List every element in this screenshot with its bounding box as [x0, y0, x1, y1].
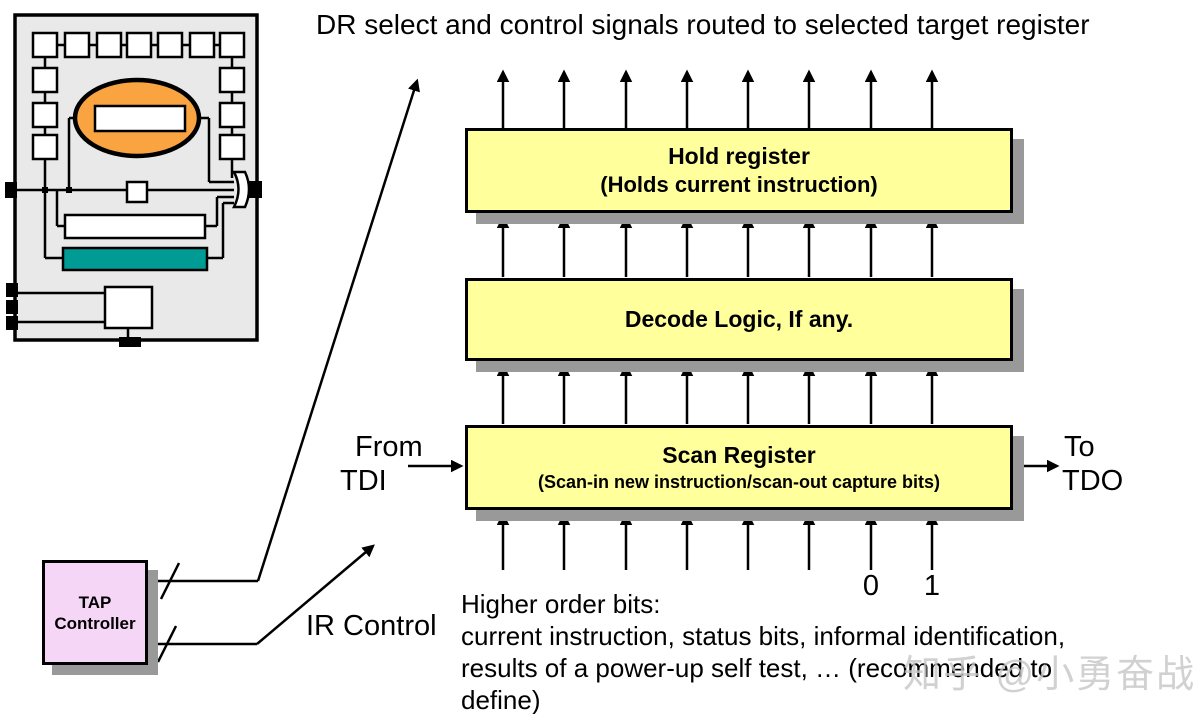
- tap-to-dr-select-arrow: [150, 78, 420, 600]
- trst-pad: [6, 316, 18, 330]
- notes-line-1: Higher order bits:: [461, 589, 661, 619]
- tdo-label: TDO: [1062, 465, 1124, 497]
- boundary-cell: [125, 31, 153, 59]
- hold-register-subtitle: (Holds current instruction): [600, 172, 878, 197]
- scan-register-subtitle: (Scan-in new instruction/scan-out captur…: [537, 472, 941, 492]
- decode-logic-name: Decode Logic, If any.: [624, 306, 854, 332]
- hold-register-box: Hold register (Holds current instruction…: [465, 128, 1013, 213]
- tdo-mux: [231, 170, 251, 209]
- watermark: 知乎 @小勇奋战: [903, 654, 1197, 696]
- decode-to-hold-arrows: [496, 215, 939, 277]
- notes-line-2: current instruction, status bits, inform…: [461, 621, 1066, 651]
- bypass-register: [125, 180, 149, 204]
- higher-order-bits-notes: Higher order bits: current instruction, …: [461, 588, 1065, 714]
- boundary-cell: [218, 101, 246, 129]
- hold-register-name: Hold register: [668, 143, 810, 169]
- tdi-label: TDI: [340, 465, 387, 497]
- bit0-label: 0: [862, 570, 880, 602]
- page-title: DR select and control signals routed to …: [316, 9, 1090, 40]
- bottom-pad: [119, 337, 141, 347]
- decode-logic-box: Decode Logic, If any.: [465, 278, 1013, 361]
- dr-select-output-arrows: [496, 69, 939, 128]
- tdo-pad: [249, 181, 262, 198]
- scan-register-name: Scan Register: [662, 442, 816, 468]
- chip-diagram: [5, 13, 262, 347]
- from-label: From: [355, 431, 423, 463]
- ir-control-label: IR Control: [306, 610, 437, 642]
- tap-controller-box: TAP Controller: [42, 560, 148, 665]
- ir-control-arrow: [150, 544, 375, 663]
- scan-register-box: Scan Register (Scan-in new instruction/s…: [465, 425, 1013, 510]
- tap-controller-line1: TAP: [78, 592, 112, 612]
- boundary-cell: [218, 66, 246, 94]
- boundary-cell: [188, 31, 216, 59]
- core-data-register: [93, 104, 187, 133]
- wire-junction-dots: [42, 187, 72, 193]
- boundary-cell: [218, 31, 246, 59]
- boundary-cell: [95, 31, 123, 59]
- scan-capture-input-arrows: [496, 512, 939, 570]
- tap-controller-line2: Controller: [54, 613, 136, 633]
- boundary-cell: [31, 66, 59, 94]
- notes-line-4: define): [461, 685, 541, 714]
- chip-pads: [5, 181, 262, 347]
- tms-pad: [6, 283, 18, 297]
- boundary-cell: [156, 31, 184, 59]
- instruction-register: [63, 213, 207, 240]
- bit1-label: 1: [923, 570, 941, 602]
- boundary-cell: [218, 133, 246, 161]
- id-register: [61, 246, 209, 272]
- boundary-scan-cells: [31, 31, 246, 161]
- bus-slash: [159, 562, 181, 600]
- tdi-pad: [5, 182, 17, 198]
- tck-pad: [6, 300, 18, 314]
- boundary-cell: [31, 101, 59, 129]
- to-label: To: [1064, 431, 1095, 463]
- boundary-cell: [31, 133, 59, 161]
- boundary-cell: [63, 31, 91, 59]
- notes-line-3: results of a power-up self test, … (reco…: [461, 653, 1053, 683]
- bus-slash: [156, 625, 178, 663]
- scan-to-decode-arrows: [496, 363, 939, 424]
- boundary-cell: [31, 31, 59, 59]
- chip-tap-controller-block: [103, 285, 154, 330]
